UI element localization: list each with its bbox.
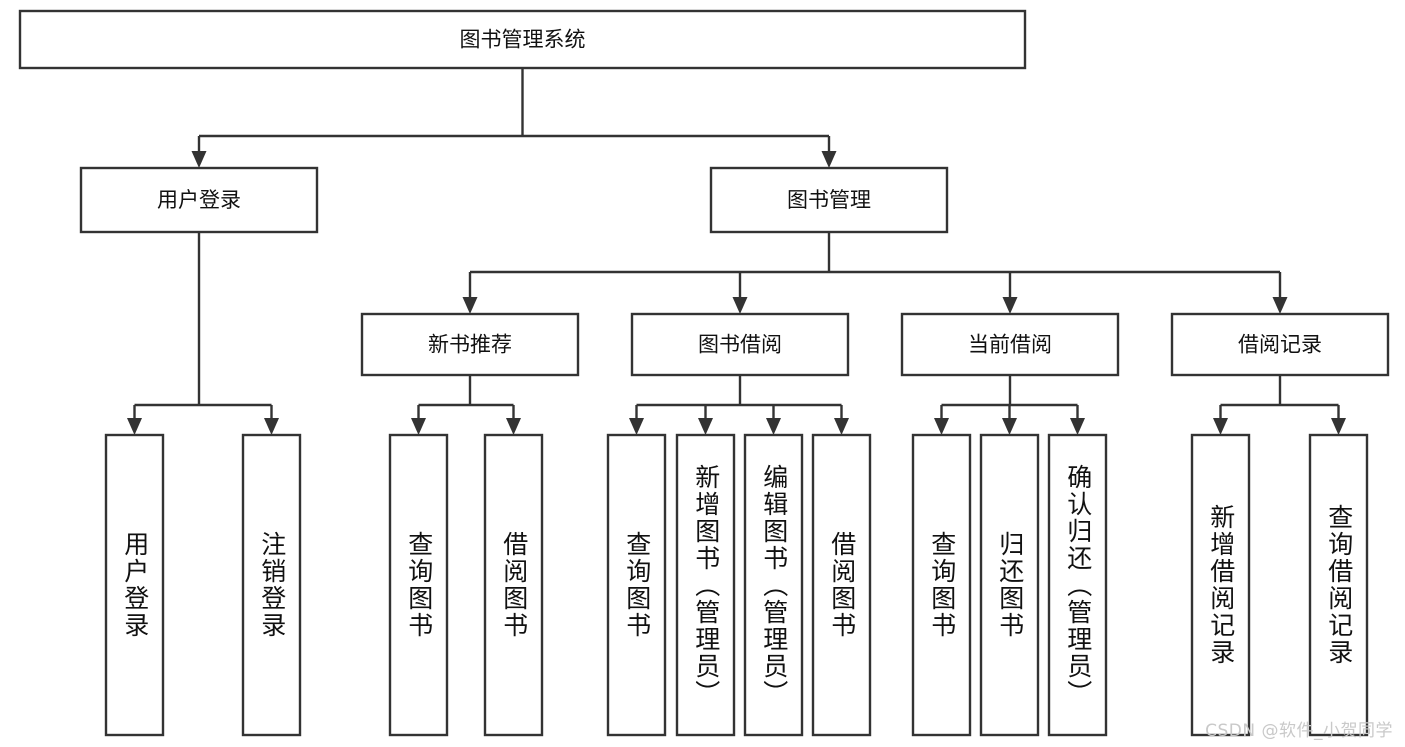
root-node-图书管理系统-rect[interactable] — [18, 9, 1027, 70]
leaf-node-9-rect[interactable] — [979, 433, 1040, 737]
root-node-图书管理系统[interactable]: 图书管理系统 — [18, 9, 1027, 70]
level3-node-当前借阅-label: 当前借阅 — [968, 333, 1052, 357]
leaf-node-11-label: 新增借阅记录 — [1206, 504, 1236, 666]
level3-node-图书借阅-label: 图书借阅 — [698, 333, 782, 357]
root-node-图书管理系统-label: 图书管理系统 — [460, 28, 586, 52]
leaf-node-11[interactable] — [1190, 433, 1251, 737]
level3-node-当前借阅[interactable]: 当前借阅 — [900, 312, 1120, 377]
leaf-node-7[interactable] — [811, 433, 872, 737]
leaf-node-2-label: 查询图书 — [404, 531, 434, 639]
level2-node-图书管理-rect[interactable] — [709, 166, 949, 234]
leaf-node-2-label-wrap: 查询图书 — [390, 435, 447, 735]
level3-node-借阅记录-rect[interactable] — [1170, 312, 1390, 377]
leaf-node-7-label: 借阅图书 — [827, 531, 857, 639]
leaf-node-0-rect[interactable] — [104, 433, 165, 737]
leaf-node-10-rect[interactable] — [1047, 433, 1108, 737]
leaf-node-9-label: 归还图书 — [995, 531, 1025, 639]
leaf-node-12-rect[interactable] — [1308, 433, 1369, 737]
leaf-node-5-label: 新增图书（管理员） — [691, 463, 721, 707]
leaf-node-10-label-wrap: 确认归还（管理员） — [1049, 435, 1106, 735]
level3-node-借阅记录[interactable]: 借阅记录 — [1170, 312, 1390, 377]
leaf-node-7-label-wrap: 借阅图书 — [813, 435, 870, 735]
level2-node-图书管理-label: 图书管理 — [787, 188, 871, 212]
leaf-node-6-label: 编辑图书（管理员） — [759, 463, 789, 707]
level3-node-新书推荐-label: 新书推荐 — [428, 333, 512, 357]
leaf-node-6-rect[interactable] — [743, 433, 804, 737]
level3-node-图书借阅-rect[interactable] — [630, 312, 850, 377]
edges-layer — [127, 68, 1346, 435]
leaf-node-7-rect[interactable] — [811, 433, 872, 737]
leaf-node-1-rect[interactable] — [241, 433, 302, 737]
leaf-node-2-rect[interactable] — [388, 433, 449, 737]
leaf-node-9[interactable] — [979, 433, 1040, 737]
leaf-node-5-rect[interactable] — [675, 433, 736, 737]
leaf-node-6-label-wrap: 编辑图书（管理员） — [745, 435, 802, 735]
leaf-node-3[interactable] — [483, 433, 544, 737]
leaf-node-1[interactable] — [241, 433, 302, 737]
leaf-node-3-rect[interactable] — [483, 433, 544, 737]
leaf-node-12-label-wrap: 查询借阅记录 — [1310, 435, 1367, 735]
level3-node-新书推荐-rect[interactable] — [360, 312, 580, 377]
level2-node-用户登录-label: 用户登录 — [157, 188, 241, 212]
leaf-node-5[interactable] — [675, 433, 736, 737]
leaf-node-4-label-wrap: 查询图书 — [608, 435, 665, 735]
leaf-node-9-label-wrap: 归还图书 — [981, 435, 1038, 735]
leaf-node-12-label: 查询借阅记录 — [1324, 504, 1354, 666]
leaf-node-11-rect[interactable] — [1190, 433, 1251, 737]
leaf-node-4-label: 查询图书 — [622, 531, 652, 639]
leaf-node-1-label-wrap: 注销登录 — [243, 435, 300, 735]
level3-node-当前借阅-rect[interactable] — [900, 312, 1120, 377]
level3-node-图书借阅[interactable]: 图书借阅 — [630, 312, 850, 377]
level2-node-图书管理[interactable]: 图书管理 — [709, 166, 949, 234]
leaf-node-3-label-wrap: 借阅图书 — [485, 435, 542, 735]
leaf-node-4[interactable] — [606, 433, 667, 737]
leaf-node-11-label-wrap: 新增借阅记录 — [1192, 435, 1249, 735]
leaf-node-0[interactable] — [104, 433, 165, 737]
leaf-node-10[interactable] — [1047, 433, 1108, 737]
leaf-node-0-label-wrap: 用户登录 — [106, 435, 163, 735]
leaf-node-6[interactable] — [743, 433, 804, 737]
leaf-node-0-label: 用户登录 — [120, 531, 150, 639]
leaf-node-5-label-wrap: 新增图书（管理员） — [677, 435, 734, 735]
leaf-node-10-label: 确认归还（管理员） — [1063, 463, 1093, 707]
level2-node-用户登录[interactable]: 用户登录 — [79, 166, 319, 234]
leaf-node-12[interactable] — [1308, 433, 1369, 737]
leaf-node-2[interactable] — [388, 433, 449, 737]
leaf-node-8-rect[interactable] — [911, 433, 972, 737]
leaf-node-4-rect[interactable] — [606, 433, 667, 737]
leaf-node-1-label: 注销登录 — [257, 531, 287, 639]
level2-node-用户登录-rect[interactable] — [79, 166, 319, 234]
leaf-node-8-label-wrap: 查询图书 — [913, 435, 970, 735]
leaf-node-3-label: 借阅图书 — [499, 531, 529, 639]
level3-node-新书推荐[interactable]: 新书推荐 — [360, 312, 580, 377]
level3-node-借阅记录-label: 借阅记录 — [1238, 333, 1322, 357]
watermark: CSDN @软件_小贺同学 — [1205, 721, 1393, 741]
leaf-node-8[interactable] — [911, 433, 972, 737]
leaf-node-8-label: 查询图书 — [927, 531, 957, 639]
